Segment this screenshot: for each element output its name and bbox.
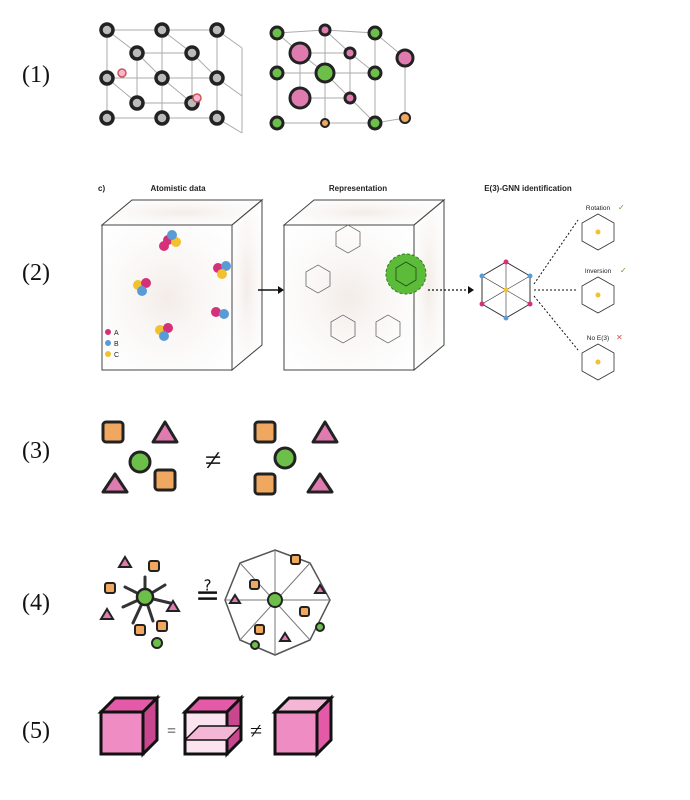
permutation-sketch: ≠ — [101, 420, 339, 496]
gnn-identification-figure: c) Atomistic data Representation E(3)-GN… — [98, 184, 627, 381]
cube-shape — [97, 694, 161, 758]
gnn-input-graph — [479, 259, 533, 321]
arrow-right-icon — [258, 286, 284, 294]
legend-b: B — [114, 341, 119, 348]
cube-shape — [271, 694, 335, 758]
highlighted-environment — [385, 253, 427, 295]
outcome-label: Inversion — [585, 268, 612, 275]
row-label-4: (4) — [22, 590, 50, 616]
square-shape — [153, 468, 177, 492]
triangle-shape — [151, 420, 179, 444]
cross-icon: ✕ — [616, 333, 623, 342]
legend-c: C — [114, 352, 119, 359]
local-environment-sketch: ≟ — [99, 549, 331, 656]
row-label-5: (5) — [22, 718, 50, 744]
outcome-label: Rotation — [586, 205, 611, 212]
check-icon: ✓ — [618, 203, 625, 212]
polyhedron-sketch — [224, 549, 331, 656]
circle-shape — [128, 450, 152, 474]
question-equal-sign: ≟ — [195, 579, 220, 612]
lattice-sketch-plain — [99, 22, 243, 134]
outcome-no-e3: No E(3) ✕ — [581, 333, 623, 381]
atomistic-cube: A B C — [100, 198, 264, 372]
cube-chirality-sketch: = ≠ — [97, 694, 335, 758]
legend: A B C — [105, 329, 119, 359]
representation-cube — [282, 198, 446, 372]
square-shape — [253, 420, 277, 444]
outcome-inversion: Inversion ✓ — [581, 266, 627, 314]
title-atomistic: Atomistic data — [150, 184, 206, 193]
cube-shape — [181, 694, 245, 758]
title-representation: Representation — [329, 184, 387, 193]
circle-shape — [273, 446, 297, 470]
legend-a: A — [114, 330, 119, 337]
row-label-3: (3) — [22, 438, 50, 464]
equal-sign: = — [167, 723, 176, 740]
triangle-shape — [306, 472, 334, 494]
panel-tag: c) — [98, 184, 105, 193]
outcome-label: No E(3) — [587, 335, 609, 342]
not-equal-sign: ≠ — [205, 444, 221, 477]
title-identification: E(3)-GNN identification — [484, 184, 572, 193]
check-icon: ✓ — [620, 266, 627, 275]
triangle-shape — [311, 420, 339, 444]
not-equal-sign: ≠ — [250, 718, 262, 743]
outcome-rotation: Rotation ✓ — [581, 203, 625, 251]
triangle-shape — [101, 472, 129, 494]
row-label-1: (1) — [22, 62, 50, 88]
square-shape — [253, 472, 277, 496]
center-atom — [135, 587, 155, 607]
square-shape — [101, 420, 125, 444]
row-label-2: (2) — [22, 260, 50, 286]
lattice-sketch-colored — [269, 23, 415, 131]
atom-cluster — [133, 230, 231, 341]
